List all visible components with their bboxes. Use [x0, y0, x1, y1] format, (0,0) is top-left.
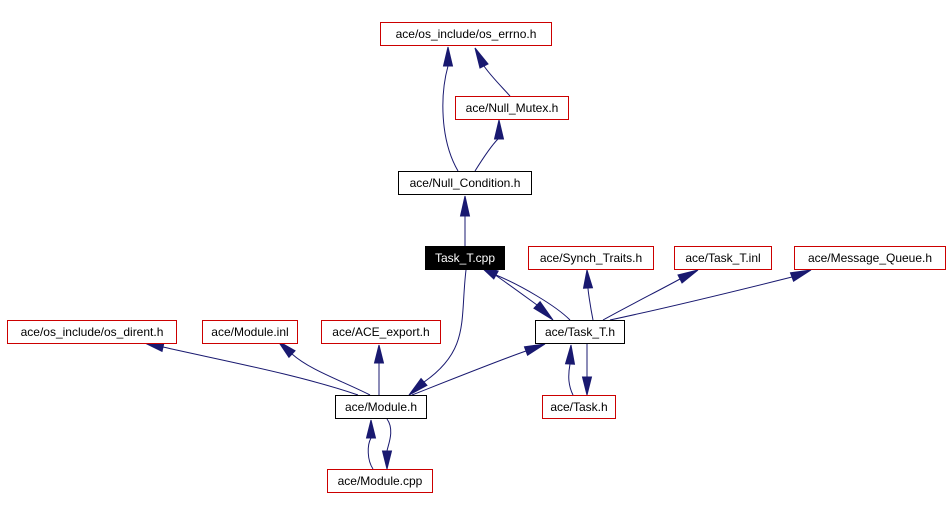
edge-arrowhead — [474, 47, 489, 69]
edge-task-h-to-task-t-h — [564, 344, 576, 396]
edge-line — [483, 65, 511, 97]
node-ace-export-h[interactable]: ace/ACE_export.h — [321, 320, 441, 344]
edge-null-mutex-to-os-errno — [474, 47, 511, 97]
edge-arrowhead — [373, 344, 385, 364]
edge-arrowhead — [277, 340, 296, 359]
node-module-cpp[interactable]: ace/Module.cpp — [327, 469, 433, 493]
edge-task-t-cpp-to-null-condition — [459, 195, 471, 246]
edge-task-t-h-to-task-t-inl — [602, 269, 699, 321]
edge-arrowhead — [459, 195, 471, 217]
node-task-h[interactable]: ace/Task.h — [542, 395, 616, 419]
node-module-h[interactable]: ace/Module.h — [335, 395, 427, 419]
edge-line — [442, 65, 459, 172]
node-null-mutex-h[interactable]: ace/Null_Mutex.h — [455, 96, 569, 120]
edge-line — [423, 269, 467, 383]
edge-arrowhead — [493, 119, 505, 140]
edge-arrowhead — [581, 376, 593, 396]
edge-arrowhead — [442, 46, 454, 67]
node-os-errno-h[interactable]: ace/os_include/os_errno.h — [380, 22, 552, 46]
edge-task-t-h-to-synch-traits — [582, 269, 594, 321]
edge-module-h-to-task-t-h — [411, 343, 546, 396]
edge-arrowhead — [365, 419, 377, 439]
edge-module-h-to-ace-export — [373, 344, 385, 395]
edge-line — [568, 363, 574, 396]
edge-arrowhead — [523, 343, 546, 356]
edge-line — [495, 274, 571, 321]
edge-line — [602, 278, 681, 321]
edge-arrowhead — [789, 269, 812, 282]
node-synch-traits-h[interactable]: ace/Synch_Traits.h — [528, 246, 654, 270]
edge-task-t-h-to-task-t-cpp — [479, 265, 571, 321]
node-task-t-h[interactable]: ace/Task_T.h — [535, 320, 625, 344]
node-null-condition-h[interactable]: ace/Null_Condition.h — [398, 171, 532, 195]
edge-arrowhead — [564, 344, 576, 365]
edge-module-h-to-module-cpp — [381, 418, 393, 470]
edge-task-t-h-to-task-h — [581, 344, 593, 396]
edge-line — [587, 287, 594, 321]
edge-arrowhead — [533, 300, 554, 321]
edge-null-condition-to-os-errno — [442, 46, 459, 172]
edge-module-h-to-module-inl — [277, 340, 371, 396]
node-os-dirent-h[interactable]: ace/os_include/os_dirent.h — [7, 320, 177, 344]
edge-line — [474, 138, 499, 172]
edge-module-cpp-to-module-h — [365, 419, 377, 470]
node-module-inl[interactable]: ace/Module.inl — [202, 320, 298, 344]
edge-line — [609, 276, 793, 321]
node-task-t-inl[interactable]: ace/Task_T.inl — [674, 246, 772, 270]
edge-line — [162, 346, 359, 396]
edge-arrowhead — [408, 377, 428, 396]
edge-arrowhead — [381, 450, 393, 470]
edge-line — [386, 418, 392, 452]
edge-line — [411, 350, 527, 396]
edge-task-t-h-to-message-queue — [609, 269, 812, 321]
edge-line — [367, 437, 374, 470]
edge-task-t-cpp-to-module-h — [408, 269, 467, 396]
node-task-t-cpp[interactable]: Task_T.cpp — [425, 246, 505, 270]
edge-arrowhead — [582, 269, 594, 289]
node-message-queue-h[interactable]: ace/Message_Queue.h — [794, 246, 946, 270]
edge-module-h-to-os-dirent — [144, 342, 359, 396]
edge-line — [291, 353, 371, 396]
edge-null-condition-to-null-mutex — [474, 119, 505, 172]
edge-arrowhead — [677, 269, 699, 284]
edge-task-t-cpp-to-task-t-h — [487, 269, 554, 321]
